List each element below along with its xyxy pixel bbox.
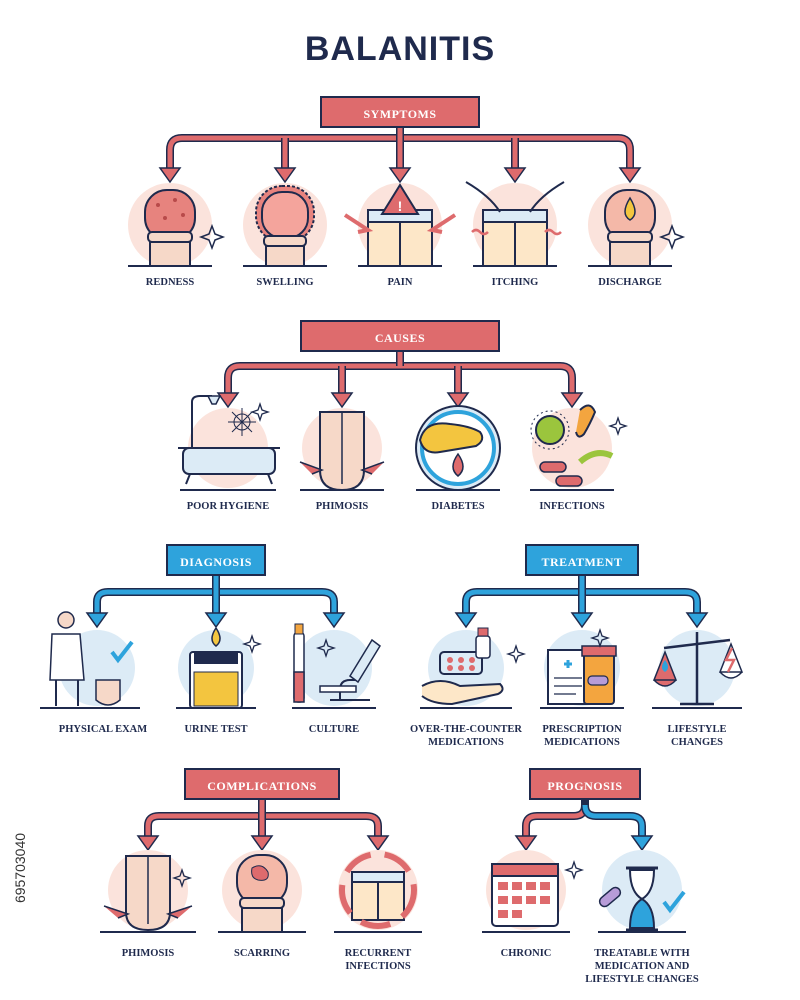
discharge-icon	[588, 183, 686, 267]
treatment-label-prescription-line2: MEDICATIONS	[544, 737, 620, 748]
poor-hygiene-icon	[178, 395, 280, 488]
otc-medications-icon	[421, 627, 527, 706]
prognosis-connector	[522, 800, 646, 838]
chronic-icon	[486, 850, 585, 930]
phimosis-complication-icon	[103, 850, 193, 932]
diabetes-icon	[415, 405, 501, 491]
cause-label-phimosis: PHIMOSIS	[315, 501, 369, 512]
causes-header: CAUSES	[300, 320, 500, 352]
prognosis-arrowheads	[514, 835, 654, 852]
causes-connector	[224, 352, 576, 395]
symptoms-connector	[166, 128, 634, 170]
lifestyle-changes-icon	[652, 630, 744, 706]
treatment-label-lifestyle-line2: CHANGES	[671, 737, 723, 748]
complication-label-recurrent-line2: INFECTIONS	[345, 961, 411, 972]
prognosis-label-treatable: TREATABLE WITH MEDICATION AND LIFESTYLE …	[567, 947, 717, 986]
infections-icon	[530, 404, 629, 488]
prognosis-label-chronic: CHRONIC	[500, 948, 552, 959]
treatment-label-otc-line1: OVER-THE-COUNTER	[409, 724, 522, 735]
prognosis-header: PROGNOSIS	[529, 768, 641, 800]
complication-label-phimosis: PHIMOSIS	[121, 948, 175, 959]
cause-label-infections: INFECTIONS	[539, 501, 605, 512]
causes-arrowheads	[216, 392, 584, 409]
treatment-label-otc: OVER-THE-COUNTER MEDICATIONS	[391, 723, 541, 749]
cause-label-diabetes: DIABETES	[431, 501, 485, 512]
prognosis-label-treatable-line1: TREATABLE WITH	[594, 948, 690, 959]
symptom-label-discharge: DISCHARGE	[598, 277, 662, 288]
symptom-label-swelling: SWELLING	[256, 277, 314, 288]
diagnosis-arrowheads	[85, 612, 346, 629]
symptoms-header: SYMPTOMS	[320, 96, 480, 128]
treatable-icon	[598, 850, 686, 932]
symptom-label-redness: REDNESS	[145, 277, 195, 288]
diagnosis-header: DIAGNOSIS	[166, 544, 266, 576]
diagnosis-label-urine-test: URINE TEST	[184, 724, 248, 735]
treatment-label-lifestyle: LIFESTYLE CHANGES	[622, 723, 772, 749]
complications-arrowheads	[136, 835, 390, 852]
symptom-label-itching: ITCHING	[491, 277, 539, 288]
diagnosis-label-culture: CULTURE	[308, 724, 360, 735]
page-title: BALANITIS	[304, 30, 496, 68]
diagnosis-connector	[93, 576, 338, 615]
svg-text:!: !	[398, 198, 403, 214]
treatment-connector	[462, 576, 701, 615]
stock-id: 695703040	[10, 760, 30, 980]
treatment-label-lifestyle-line1: LIFESTYLE	[667, 724, 727, 735]
prescription-medications-icon	[544, 627, 620, 706]
treatment-label-prescription-line1: PRESCRIPTION	[542, 724, 622, 735]
redness-icon	[128, 183, 226, 267]
prognosis-label-treatable-line3: LIFESTYLE CHANGES	[585, 974, 699, 985]
treatment-label-otc-line2: MEDICATIONS	[428, 737, 504, 748]
pain-icon: !	[343, 183, 457, 267]
swelling-icon	[243, 183, 327, 267]
treatment-header: TREATMENT	[525, 544, 639, 576]
complication-label-recurrent-infections: RECURRENT INFECTIONS	[303, 947, 453, 973]
complications-header: COMPLICATIONS	[184, 768, 340, 800]
itching-icon	[465, 181, 565, 267]
physical-exam-icon	[49, 611, 135, 706]
stock-id-text: 695703040	[12, 832, 28, 904]
treatment-label-prescription: PRESCRIPTION MEDICATIONS	[507, 723, 657, 749]
recurrent-infections-icon	[338, 850, 418, 930]
prognosis-label-treatable-line2: MEDICATION AND	[594, 961, 690, 972]
complication-label-scarring: SCARRING	[233, 948, 290, 959]
complications-connector	[144, 800, 382, 838]
symptoms-arrowheads	[158, 167, 642, 184]
treatment-arrowheads	[454, 612, 709, 629]
cause-label-poor-hygiene: POOR HYGIENE	[186, 501, 270, 512]
phimosis-cause-icon	[299, 408, 385, 492]
scarring-icon	[222, 850, 302, 933]
complication-label-recurrent-line1: RECURRENT	[344, 948, 412, 959]
symptom-label-pain: PAIN	[387, 277, 413, 288]
culture-icon	[293, 623, 381, 706]
diagnosis-label-physical-exam: PHYSICAL EXAM	[58, 724, 148, 735]
urine-test-icon	[178, 626, 263, 709]
